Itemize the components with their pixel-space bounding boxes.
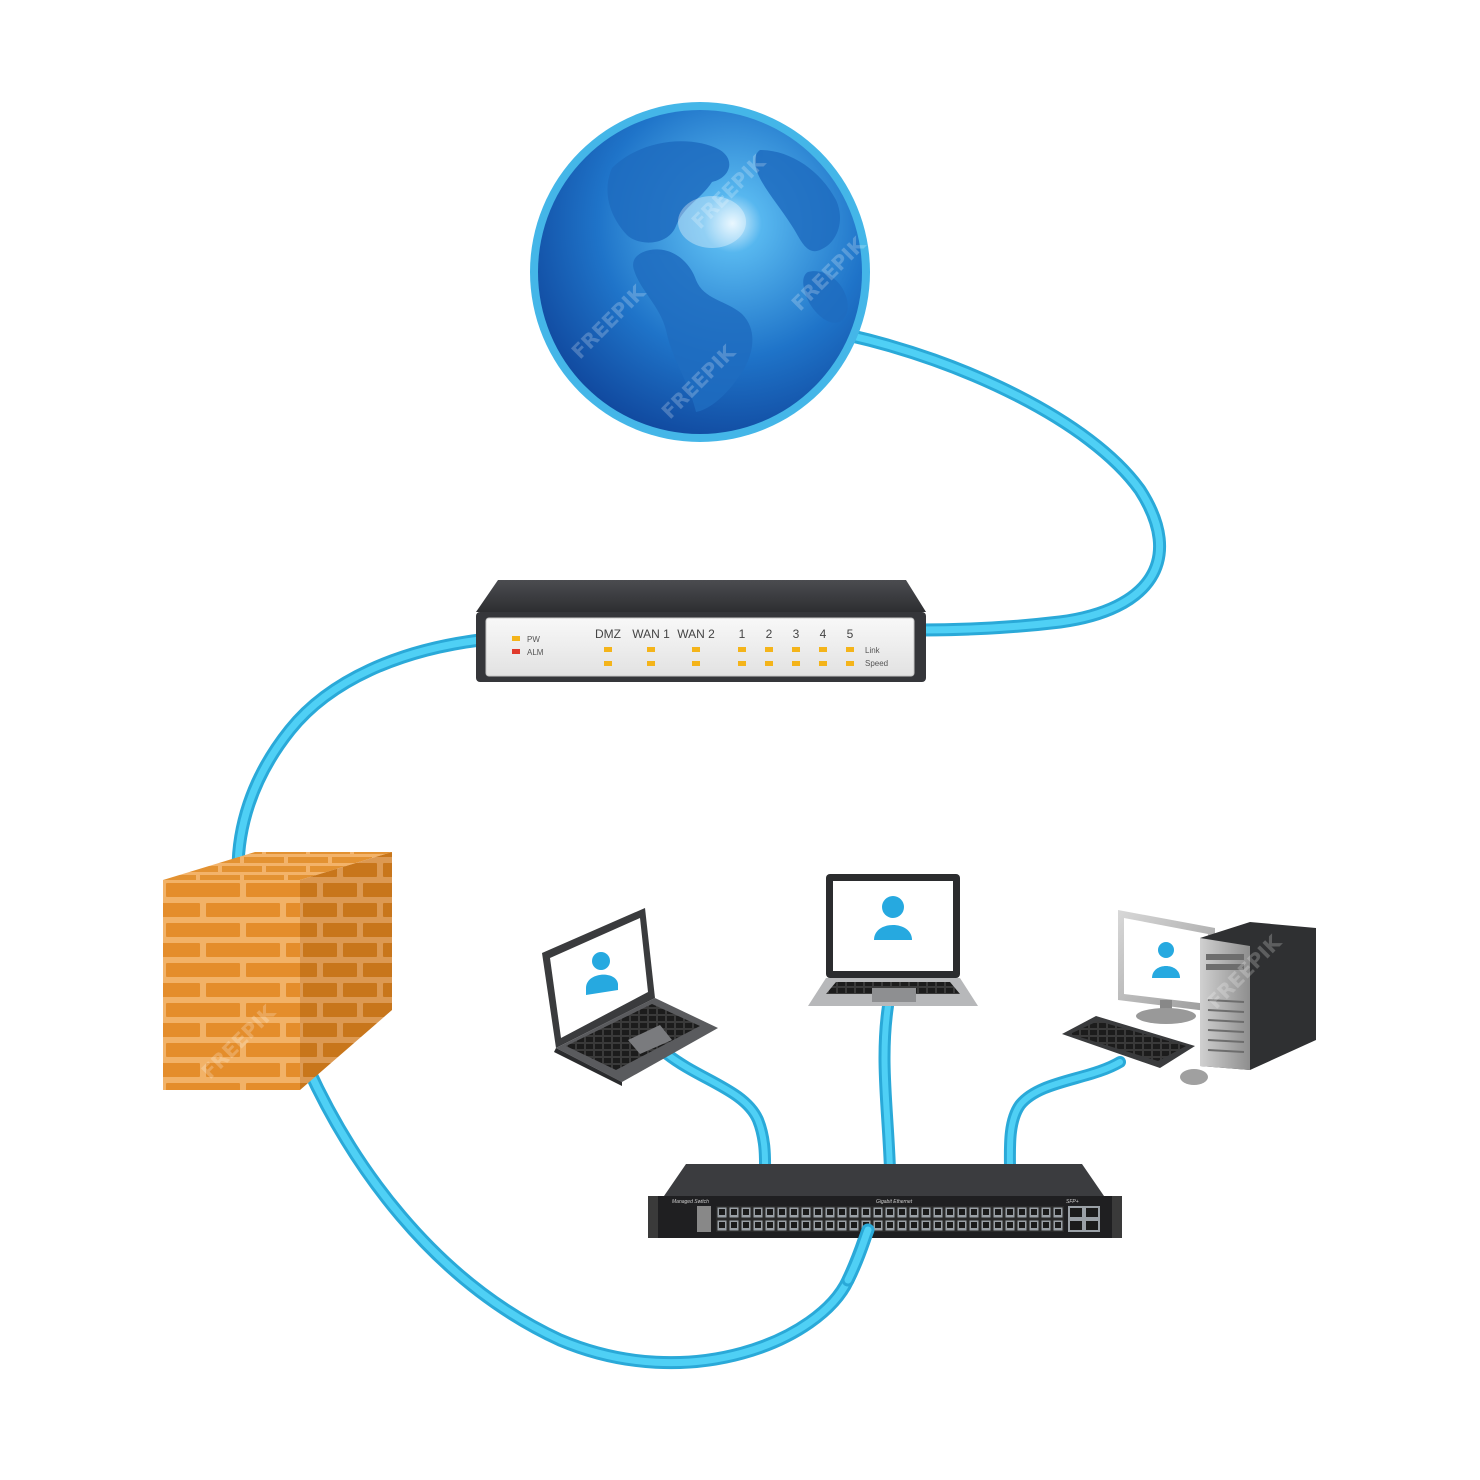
router-led-label-pw: PW xyxy=(527,635,540,644)
internet-globe xyxy=(530,102,870,442)
laptop-left xyxy=(542,908,718,1086)
user-icon xyxy=(874,896,912,940)
firewall-top-face xyxy=(163,852,392,880)
router-port-label-2: 2 xyxy=(766,627,773,641)
router-status-leds: PW ALM xyxy=(512,635,544,657)
router-port-label-5: 5 xyxy=(847,627,854,641)
cables xyxy=(231,328,1167,1370)
firewall-front-face xyxy=(163,880,300,1090)
switch-port-group-label: Gigabit Ethernet xyxy=(876,1199,913,1205)
desktop-computer xyxy=(1062,910,1316,1085)
switch-ethernet-ports xyxy=(716,1206,1064,1232)
switch-sfp-label: SFP+ xyxy=(1066,1199,1079,1205)
router-port-label-wan1: WAN 1 xyxy=(632,627,670,641)
user-icon xyxy=(586,952,618,995)
firewall-brick-wall xyxy=(163,852,392,1090)
router-port-labels: DMZ WAN 1 WAN 2 1 2 3 4 5 xyxy=(595,627,854,641)
router-port-label-dmz: DMZ xyxy=(595,627,621,641)
laptop-center xyxy=(808,874,978,1006)
router-led-label-alm: ALM xyxy=(527,648,544,657)
router-port-label-wan2: WAN 2 xyxy=(677,627,715,641)
mouse xyxy=(1180,1069,1208,1085)
firewall-side-face xyxy=(300,852,392,1090)
switch-model-label: Managed Switch xyxy=(672,1199,709,1205)
managed-switch: Managed Switch Gigabit Ethernet SFP+ xyxy=(648,1164,1122,1238)
router-port-label-4: 4 xyxy=(820,627,827,641)
router-row-label-speed: Speed xyxy=(865,659,888,668)
router-port-label-1: 1 xyxy=(739,627,746,641)
continents xyxy=(607,141,848,412)
router-port-label-3: 3 xyxy=(793,627,800,641)
router-row-label-link: Link xyxy=(865,646,881,655)
user-icon xyxy=(1152,942,1180,978)
router-port-leds xyxy=(604,647,854,666)
router-device: PW ALM DMZ WAN 1 WAN 2 1 2 3 4 5 Link Sp… xyxy=(476,580,926,682)
